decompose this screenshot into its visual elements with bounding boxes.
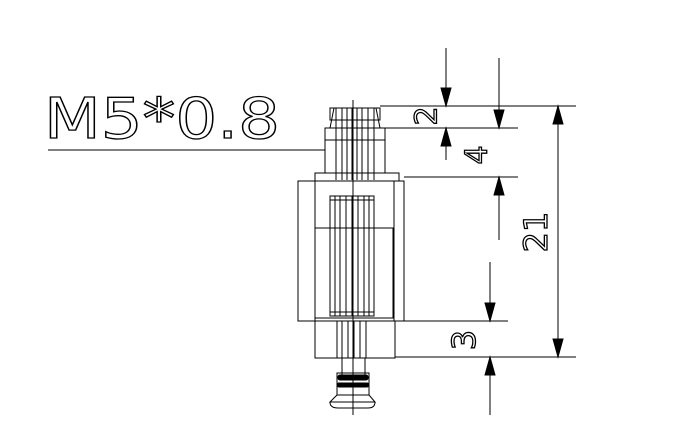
thread-callout-label: M5*0.8 [44, 87, 280, 152]
arrowhead [494, 177, 504, 195]
stud-neck [325, 128, 385, 173]
dimension-thread-length: 4 [459, 58, 505, 240]
arrowhead [485, 303, 495, 321]
arrowhead [441, 88, 451, 106]
arrowhead [485, 357, 495, 375]
arrowhead [553, 106, 563, 124]
dimension-label-thread-tip: 2 [410, 106, 445, 125]
dimension-overall-length: 21 [516, 106, 563, 357]
hex-body-outline [298, 181, 404, 321]
hex-body [298, 181, 404, 321]
dimension-label-overall-length: 21 [517, 212, 555, 253]
stud-chamfer [330, 108, 380, 128]
dimension-thread-tip: 2 [409, 48, 452, 160]
dimension-pad-height: 3 [444, 262, 495, 415]
inner-sleeve [315, 228, 393, 318]
lower-collar [315, 321, 395, 358]
dimension-label-thread-length: 4 [460, 145, 495, 164]
dimension-label-pad-height: 3 [445, 330, 483, 350]
threaded-stud [315, 108, 399, 181]
collar-outline [315, 321, 395, 358]
arrowhead [494, 110, 504, 128]
stud-body [330, 108, 380, 120]
arrowhead [441, 128, 451, 146]
arrowhead [553, 339, 563, 357]
